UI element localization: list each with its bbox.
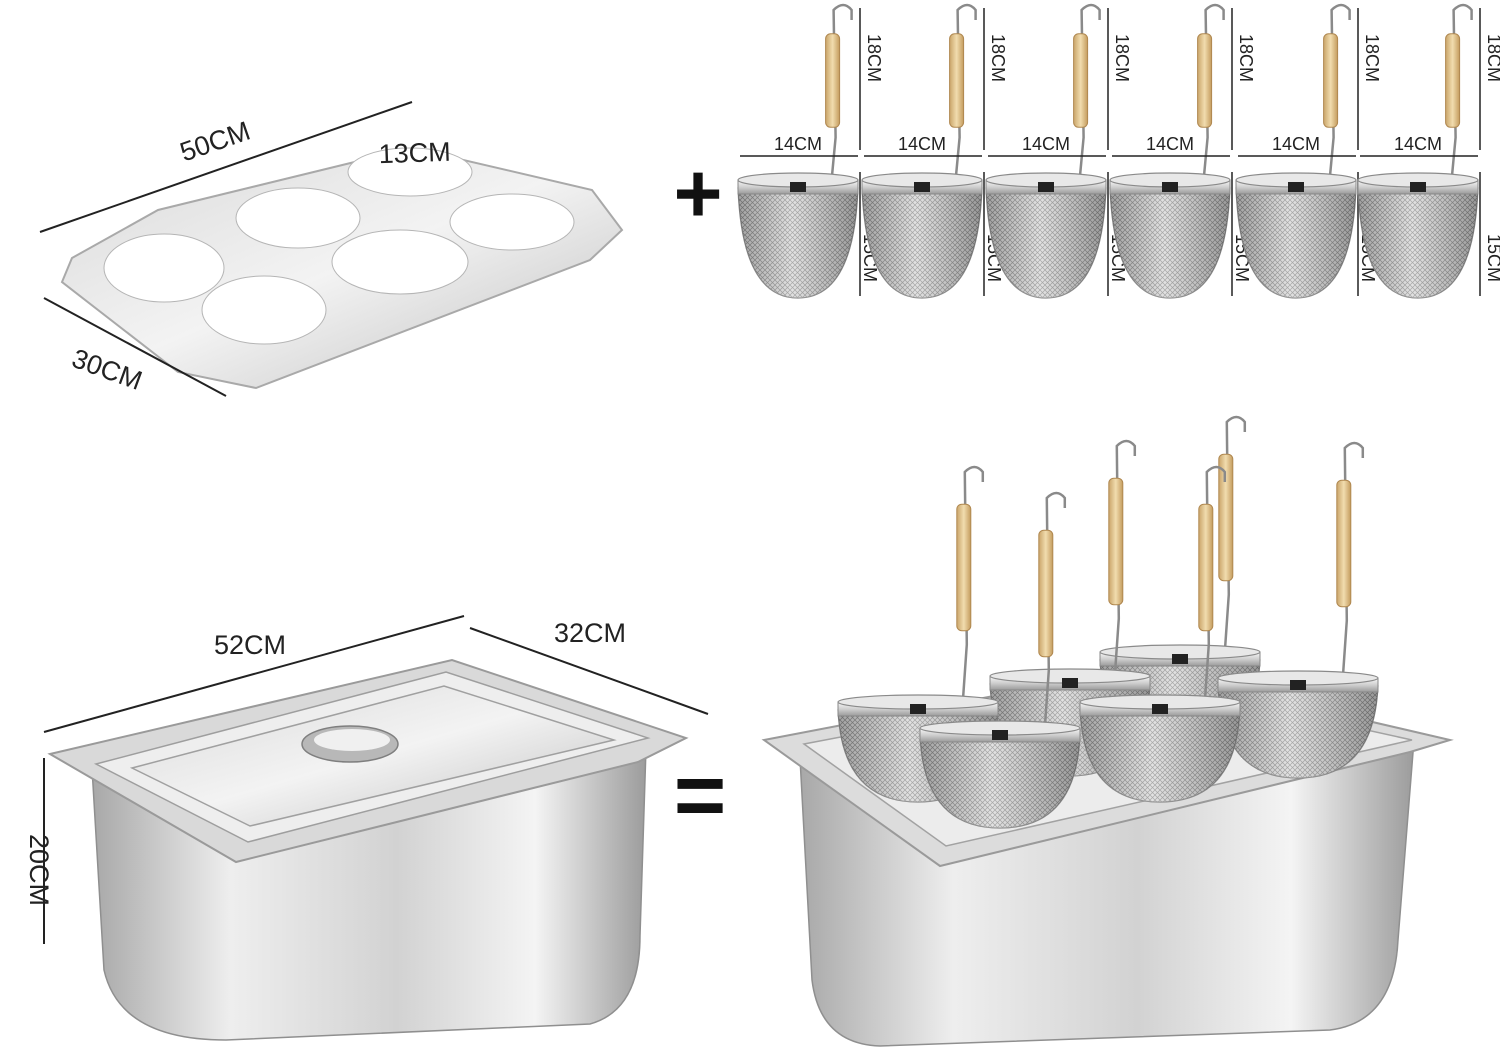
strainer-basket (985, 3, 1107, 299)
wooden-handle (825, 33, 841, 128)
pan-height-label: 20CM (24, 834, 54, 906)
basket-diameter-label: 14CM (1272, 134, 1320, 154)
handle-length-label: 18CM (1236, 34, 1256, 82)
plate-hole (347, 147, 473, 197)
plus-sign: + (673, 146, 722, 240)
plate-hole (201, 275, 327, 345)
assembled-baskets (837, 415, 1379, 829)
equals-sign: = (674, 746, 727, 846)
pan-width-label: 32CM (554, 618, 626, 648)
plate-hole (331, 229, 469, 295)
basket-diameter-label: 14CM (774, 134, 822, 154)
basket-diameter-label: 14CM (1394, 134, 1442, 154)
plate-width-label: 30CM (68, 343, 146, 396)
strainer-basket (1217, 441, 1379, 779)
plate-hole (235, 187, 361, 249)
basket-row: 14CM18CM15CM14CM18CM15CM14CM18CM15CM14CM… (737, 3, 1500, 299)
assembled-pan-set (761, 415, 1454, 1047)
wooden-handle (1218, 453, 1234, 582)
pan-length-dimension-line (43, 615, 465, 733)
wooden-handle (1336, 479, 1352, 608)
strainer-basket (861, 3, 983, 299)
wooden-handle (1038, 529, 1054, 658)
pan-length-label: 52CM (214, 630, 286, 660)
wooden-handle (1108, 477, 1124, 606)
plate-length-label: 50CM (176, 116, 254, 168)
pan-width-dimension-line (469, 627, 709, 715)
plate-width-dimension-line (43, 297, 227, 397)
basket-diameter-label: 14CM (1146, 134, 1194, 154)
strainer-basket (1109, 3, 1231, 299)
wooden-handle (1445, 33, 1461, 128)
food-pan-with-lid (47, 658, 689, 1041)
handle-length-label: 18CM (1112, 34, 1132, 82)
strainer-basket (1235, 3, 1357, 299)
strainer-basket (919, 491, 1081, 829)
basket-diameter-label: 14CM (898, 134, 946, 154)
strainer-basket (1079, 465, 1241, 803)
wooden-handle (949, 33, 965, 128)
basket-diameter-label: 14CM (1022, 134, 1070, 154)
basket-depth-label: 15CM (1484, 234, 1500, 282)
plate-length-dimension-line (39, 101, 413, 233)
strainer-basket (1357, 3, 1479, 299)
handle-length-label: 18CM (988, 34, 1008, 82)
wooden-handle (1323, 33, 1339, 128)
wooden-handle (1198, 503, 1214, 632)
handle-length-label: 18CM (864, 34, 884, 82)
plate-hole-label: 13CM (378, 137, 451, 169)
handle-length-label: 18CM (1484, 34, 1500, 82)
handle-length-label: 18CM (1362, 34, 1382, 82)
wooden-handle (1073, 33, 1089, 128)
six-hole-adapter-plate (60, 146, 624, 390)
wooden-handle (956, 503, 972, 632)
wooden-handle (1197, 33, 1213, 128)
strainer-basket (737, 3, 859, 299)
plate-hole (103, 233, 225, 303)
plate-hole (449, 193, 575, 251)
